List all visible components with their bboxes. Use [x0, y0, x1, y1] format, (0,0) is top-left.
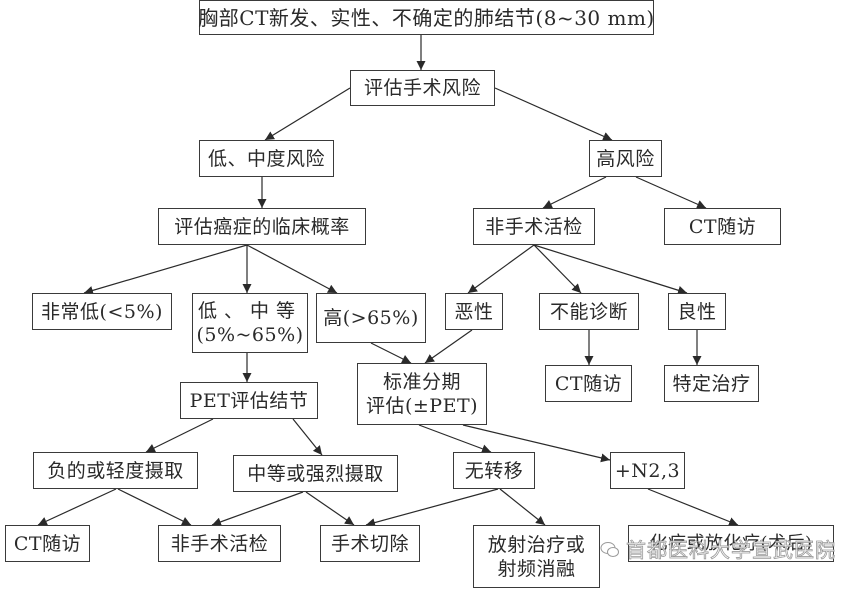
edge-n19-n23 [365, 488, 499, 527]
node-standard-staging: 标准分期评估(±PET) [357, 363, 487, 425]
node-text-line: CT随访 [13, 532, 82, 555]
node-assess-surgical-risk: 评估手术风险 [350, 70, 495, 106]
node-moderate-intense-uptake: 中等或强烈摄取 [233, 455, 398, 492]
node-nonsurgical-biopsy-high-risk: 非手术活检 [473, 208, 595, 245]
node-specific-treatment: 特定治疗 [664, 365, 759, 402]
node-new-solid-nodule: 胸部CT新发、实性、不确定的肺结节(8~30 mm) [198, 0, 655, 35]
node-text-line: 特定治疗 [672, 372, 751, 395]
node-text-line: 良性 [677, 300, 717, 323]
edge-n9-n14 [370, 342, 412, 364]
node-text-line: 低、中等 [197, 300, 302, 322]
edge-n14-n19 [418, 424, 492, 454]
node-benign: 良性 [668, 293, 726, 330]
node-text-line: PET评估结节 [189, 389, 309, 412]
node-text-line: 负的或轻度摄取 [47, 459, 184, 482]
node-radiotherapy-rfa: 放射治疗或射频消融 [473, 525, 600, 588]
node-text-line: 评估(±PET) [365, 395, 479, 417]
edge-n5-n10 [467, 244, 535, 294]
node-text-line: 胸部CT新发、实性、不确定的肺结节(8~30 mm) [198, 5, 655, 30]
node-text-line: 化疗或放化疗(术后) [649, 532, 813, 554]
node-ct-followup-negative: CT随访 [5, 525, 90, 562]
edge-n13-n18 [292, 418, 323, 456]
node-negative-mild-uptake: 负的或轻度摄取 [33, 452, 198, 489]
edge-n3-n6 [635, 176, 707, 209]
node-text-line: 中等或强烈摄取 [247, 462, 384, 485]
edge-n3-n5 [542, 176, 607, 209]
node-text-line: 高风险 [596, 147, 655, 170]
node-text-line: 标准分期 [382, 371, 461, 393]
node-text-line: 不能诊断 [549, 300, 628, 323]
node-text-line: 射频消融 [497, 557, 576, 580]
node-low-moderate-risk: 低、中度风险 [199, 140, 334, 177]
node-n2-n3: +N2,3 [610, 452, 685, 489]
node-pet-assessment: PET评估结节 [180, 382, 318, 419]
node-text-line: (5%~65%) [196, 324, 304, 346]
node-high-risk: 高风险 [589, 140, 662, 177]
node-text-line: 高(>65%) [323, 307, 419, 329]
edge-n17-n21 [37, 488, 117, 526]
node-text-line: +N2,3 [614, 459, 681, 482]
edge-n5-n12 [533, 244, 688, 295]
edge-n19-n24 [499, 488, 546, 526]
edge-n17-n22 [117, 488, 192, 526]
node-high-probability: 高(>65%) [316, 293, 426, 343]
edge-n1-n2 [264, 87, 351, 141]
node-text-line: 低、中度风险 [207, 147, 325, 170]
node-malignant: 恶性 [445, 293, 503, 330]
edge-n4-n9 [246, 244, 338, 294]
node-text-line: 恶性 [454, 300, 494, 323]
node-text-line: 非手术活检 [485, 215, 583, 238]
node-text-line: 非手术活检 [170, 532, 269, 555]
edge-n1-n3 [494, 87, 613, 141]
edge-n18-n23 [305, 491, 355, 526]
edge-n18-n22 [211, 491, 304, 527]
node-ct-followup-nondiagnostic: CT随访 [545, 365, 632, 402]
node-text-line: 无转移 [464, 459, 524, 482]
edge-n20-n25 [647, 488, 739, 526]
node-nonsurgical-biopsy: 非手术活检 [158, 525, 281, 562]
node-ct-followup-high-risk: CT随访 [664, 208, 781, 245]
node-text-line: 手术切除 [330, 532, 409, 555]
edge-n5-n11 [533, 244, 582, 294]
node-text-line: 放射治疗或 [487, 533, 586, 556]
node-text-line: 评估手术风险 [363, 77, 481, 99]
node-nondiagnostic: 不能诊断 [539, 293, 639, 330]
node-assess-cancer-probability: 评估癌症的临床概率 [158, 208, 366, 245]
node-very-low-probability: 非常低(<5%) [32, 293, 172, 330]
node-text-line: 非常低(<5%) [41, 300, 163, 323]
node-text-line: CT随访 [554, 372, 623, 395]
edge-n14-n20 [462, 424, 611, 463]
node-surgical-resection: 手术切除 [320, 525, 420, 562]
edge-n4-n7 [83, 244, 248, 295]
node-low-moderate-probability: 低、中等(5%~65%) [192, 293, 308, 353]
node-text-line: CT随访 [688, 215, 757, 238]
node-chemo-chemoradiation: 化疗或放化疗(术后) [628, 525, 834, 562]
node-no-metastasis: 无转移 [453, 452, 535, 489]
edge-n13-n17 [145, 418, 214, 453]
node-text-line: 评估癌症的临床概率 [174, 215, 350, 238]
edge-n10-n14 [424, 329, 473, 364]
